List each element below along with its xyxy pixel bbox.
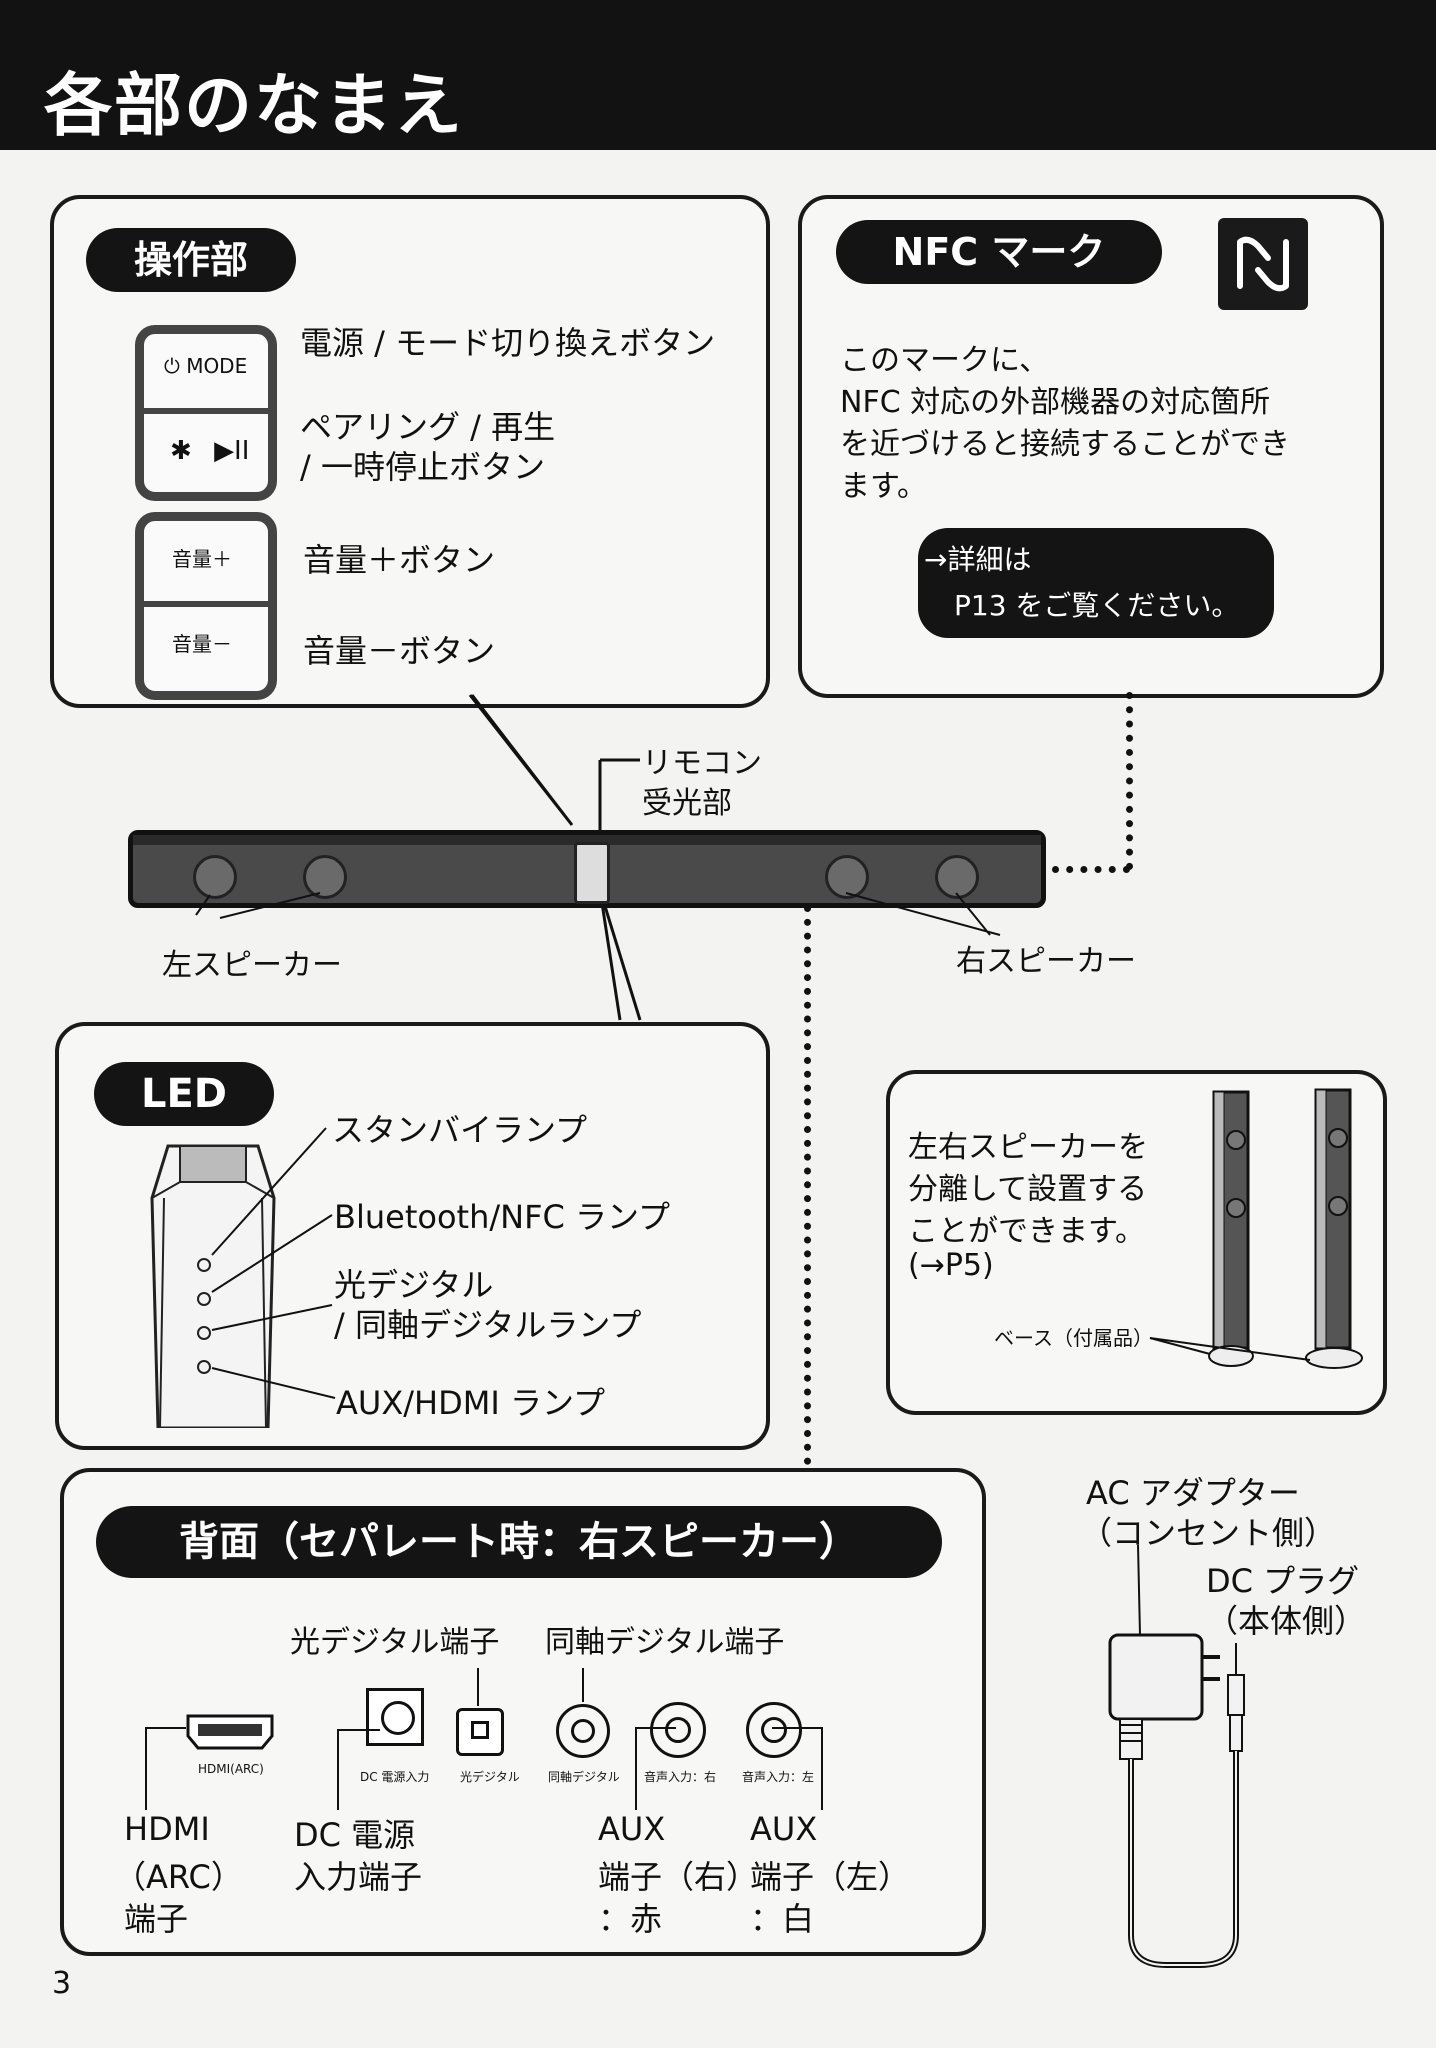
coaxial-terminal-label: 同軸デジタル端子 (545, 1625, 785, 1660)
aux-left-line1: AUX (750, 1810, 818, 1848)
aux-left-line3: ：白 (750, 1900, 815, 1938)
optical-port-small-label: 光デジタル (460, 1770, 520, 1784)
volume-up-callout: 音量＋ボタン (303, 541, 496, 579)
left-speaker-label: 左スピーカー (162, 948, 342, 983)
hdmi-terminal-line3: 端子 (124, 1900, 189, 1938)
right-speaker-label: 右スピーカー (956, 944, 1136, 979)
dc-terminal-line2: 入力端子 (294, 1858, 423, 1896)
optical-coax-led (197, 1326, 211, 1340)
dc-terminal-line1: DC 電源 (294, 1816, 416, 1854)
hdmi-port-small-label: HDMI(ARC) (198, 1762, 264, 1776)
volume-up-button[interactable]: 音量＋ (172, 547, 232, 571)
power-mode-callout: 電源 / モード切り換えボタン (300, 324, 716, 362)
aux-right-line1: AUX (598, 1810, 666, 1848)
standby-lamp-label: スタンバイランプ (332, 1111, 588, 1149)
dc-port-small-label: DC 電源入力 (360, 1770, 430, 1784)
bluetooth-nfc-led (197, 1292, 211, 1306)
nfc-desc-line1: このマークに、 (840, 343, 1050, 378)
nfc-note-line2: P13 をご覧ください。 (954, 589, 1240, 622)
aux-right-line3: ：赤 (598, 1900, 663, 1938)
separate-line2: 分離して設置する (908, 1172, 1148, 1207)
ac-adapter-illustration (1090, 1544, 1280, 1975)
nfc-desc-line3: を近づけると接続することができ (840, 427, 1290, 462)
aux-left-line2: 端子（左） (750, 1858, 911, 1896)
coaxial-port-inner (571, 1719, 595, 1743)
coaxial-port (556, 1704, 610, 1758)
aux-left-port-inner (761, 1717, 787, 1743)
bluetooth-icon: ✱ (170, 436, 192, 466)
remote-sensor-window (574, 842, 610, 904)
rear-dotted-guide (804, 905, 811, 1465)
nfc-desc-line2: NFC 対応の外部機器の対応箇所 (840, 385, 1271, 420)
optical-terminal-label: 光デジタル端子 (290, 1625, 500, 1660)
optical-port (456, 1708, 504, 1756)
led-heading: LED (94, 1062, 274, 1126)
aux-hdmi-led (197, 1360, 211, 1374)
bluetooth-lamp-label: Bluetooth/NFC ランプ (334, 1198, 671, 1236)
coax-port-small-label: 同軸デジタル (548, 1770, 620, 1784)
soundbar-top-edge (133, 835, 1041, 845)
play-pause-icon: ▶II (214, 436, 250, 466)
ac-adapter-label-line1: AC アダプター (1086, 1474, 1300, 1512)
aux-right-port-inner (665, 1717, 691, 1743)
hdmi-port (184, 1710, 276, 1754)
dc-input-port-hole (381, 1701, 415, 1735)
power-icon: ⏻ (164, 354, 180, 378)
dc-plug-label-line2: （本体側） (1206, 1602, 1367, 1640)
controls-heading: 操作部 (86, 228, 296, 292)
nfc-dotted-guide-vertical (1126, 692, 1133, 870)
separate-line4: (→P5) (908, 1248, 994, 1283)
remote-sensor-label-line1: リモコン (642, 746, 762, 781)
speaker-end-illustration (150, 1138, 276, 1430)
pairing-callout-line2: / 一時停止ボタン (300, 448, 545, 486)
hdmi-terminal-line1: HDMI (124, 1810, 210, 1848)
optical-port-cover (471, 1721, 489, 1739)
hdmi-terminal-line2: （ARC） (114, 1858, 243, 1896)
separate-line1: 左右スピーカーを (908, 1130, 1148, 1165)
nfc-dotted-guide-horizontal (1052, 866, 1130, 873)
optical-lamp-label-line1: 光デジタル (334, 1266, 494, 1304)
page-header (0, 0, 1436, 150)
standby-led (197, 1258, 211, 1272)
separate-line3: ことができます。 (908, 1214, 1145, 1249)
rear-heading: 背面（セパレート時：右スピーカー） (96, 1506, 942, 1578)
upper-button-divider (135, 408, 277, 414)
dc-plug-label-line1: DC プラグ (1206, 1562, 1360, 1600)
nfc-note-line1: →詳細は (924, 543, 1032, 576)
right-speaker-driver-1 (825, 855, 869, 899)
aux-right-port (650, 1702, 706, 1758)
page-number: 3 (52, 1966, 72, 2001)
base-accessory-label: ベース（付属品） (994, 1326, 1153, 1350)
left-speaker-driver-1 (193, 855, 237, 899)
aux-right-small-label: 音声入力：右 (644, 1770, 717, 1784)
nfc-heading: NFC マーク (836, 220, 1162, 284)
aux-left-small-label: 音声入力：左 (742, 1770, 815, 1784)
dc-input-port (366, 1688, 424, 1746)
page-title: 各部のなまえ (44, 67, 465, 146)
pairing-callout-line1: ペアリング / 再生 (300, 408, 556, 446)
ac-adapter-label-line2: （コンセント側） (1080, 1514, 1337, 1552)
separate-install-panel (886, 1070, 1387, 1415)
optical-lamp-label-line2: / 同軸デジタルランプ (334, 1306, 642, 1344)
volume-down-button[interactable]: 音量－ (172, 632, 232, 656)
volume-button-divider (135, 601, 277, 607)
nfc-desc-line4: ます。 (840, 469, 927, 504)
power-mode-button[interactable]: ⏻ MODE (164, 354, 247, 378)
left-speaker-driver-2 (303, 855, 347, 899)
right-speaker-driver-2 (935, 855, 979, 899)
aux-hdmi-lamp-label: AUX/HDMI ランプ (336, 1384, 605, 1422)
pairing-play-button[interactable]: ✱ ▶II (170, 436, 249, 466)
aux-right-line2: 端子（右） (598, 1858, 759, 1896)
nfc-mark-icon (1218, 218, 1308, 310)
nfc-reference-box (918, 528, 1274, 638)
mode-label: MODE (186, 354, 248, 378)
right-tower-speaker (1304, 1088, 1364, 1374)
aux-left-port (746, 1702, 802, 1758)
volume-down-callout: 音量－ボタン (303, 632, 496, 670)
remote-sensor-label-line2: 受光部 (642, 786, 732, 821)
